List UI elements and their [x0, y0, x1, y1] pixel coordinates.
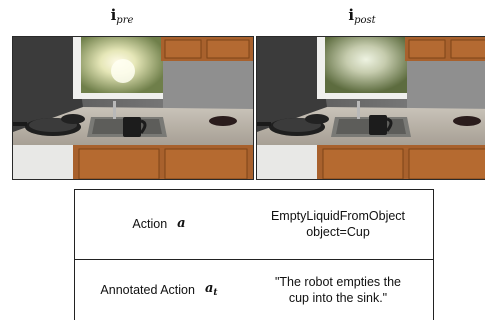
action-value-line-1: EmptyLiquidFromObject: [270, 208, 406, 223]
post-action-image: [256, 36, 485, 180]
kitchen-scene-pre: [13, 37, 253, 179]
action-symbol: a: [177, 216, 186, 232]
post-subscript: post: [354, 15, 376, 26]
action-label: Action: [132, 216, 168, 231]
annotated-value-cell: "The robot empties the cup into the sink…: [243, 260, 433, 321]
post-symbol: i: [348, 6, 355, 24]
action-value-line-2: object=Cup: [306, 224, 370, 239]
action-table: Action a EmptyLiquidFromObject object=Cu…: [74, 189, 434, 320]
annotated-value-line-1: "The robot empties the: [274, 274, 402, 289]
post-image-label: ipost: [322, 6, 402, 26]
pre-symbol: i: [110, 6, 117, 24]
annotated-action-row: Annotated Action at "The robot empties t…: [75, 260, 433, 321]
pre-action-image: [12, 36, 254, 180]
annotated-action-symbol: at: [205, 281, 218, 299]
pre-subscript: pre: [116, 15, 134, 26]
annotated-label-cell: Annotated Action at: [75, 260, 243, 321]
kitchen-scene-post: [257, 37, 485, 179]
annotated-symbol-base: a: [204, 281, 214, 297]
action-value-cell: EmptyLiquidFromObject object=Cup: [243, 190, 433, 259]
annotated-symbol-subscript: t: [213, 288, 218, 299]
pre-image-label: ipre: [82, 6, 162, 26]
action-label-cell: Action a: [75, 190, 243, 259]
action-row: Action a EmptyLiquidFromObject object=Cu…: [75, 190, 433, 260]
annotated-value-line-2: cup into the sink.": [288, 290, 388, 305]
annotated-action-label: Annotated Action: [100, 282, 195, 297]
